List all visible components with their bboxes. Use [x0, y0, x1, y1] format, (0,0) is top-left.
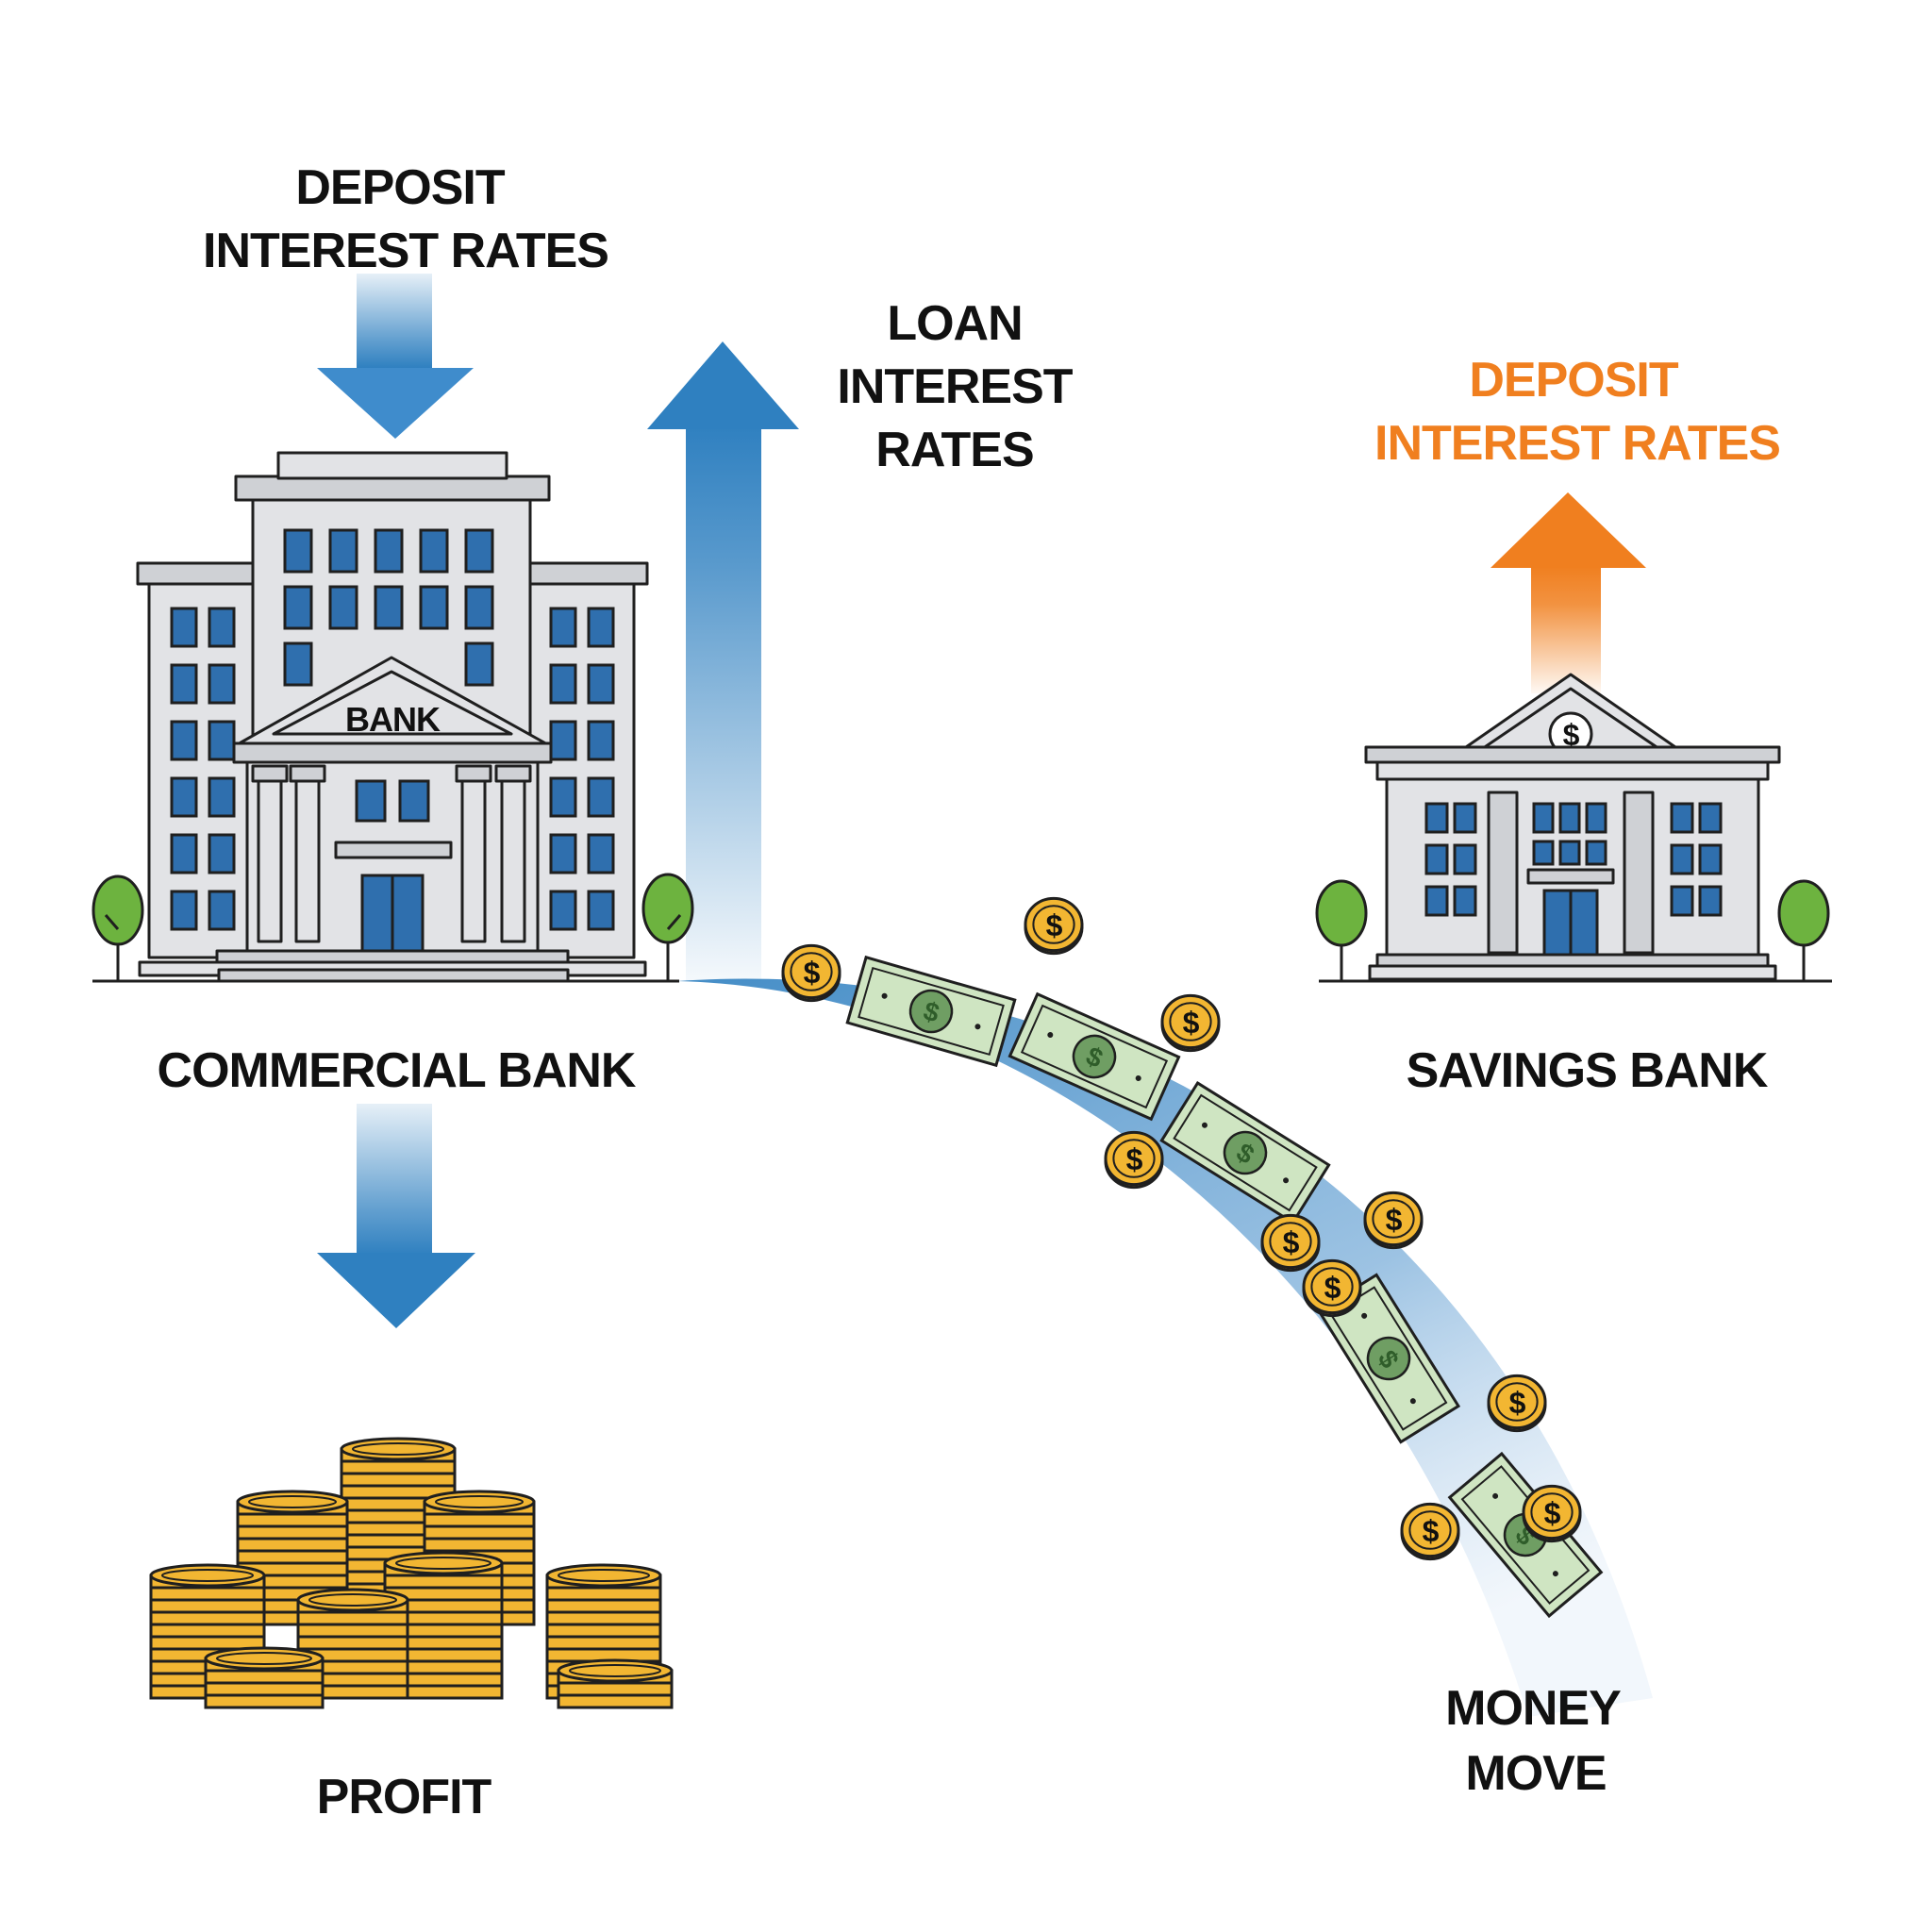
coin-stack — [296, 1588, 409, 1700]
flowing-money: $$$$$$$$$$$$$$$ — [781, 896, 1604, 1619]
svg-text:$: $ — [804, 956, 821, 990]
coin-icon: $ — [781, 943, 841, 1003]
coin-icon: $ — [1363, 1191, 1424, 1250]
loan-interest-rates-label: LOAN INTEREST RATES — [837, 296, 1074, 477]
banknote-icon: $ — [1159, 1080, 1331, 1225]
coin-icon: $ — [1522, 1484, 1582, 1543]
svg-text:$: $ — [1423, 1514, 1440, 1548]
arrow-down-deposit-commercial — [317, 274, 474, 439]
savings-deposit-rates-label: DEPOSIT INTEREST RATES — [1374, 353, 1781, 471]
commercial-deposit-rates-label: DEPOSIT INTEREST RATES — [203, 160, 609, 278]
tree-icon — [92, 874, 144, 981]
label-line: INTEREST RATES — [203, 224, 608, 278]
wing-windows — [170, 607, 615, 931]
svg-text:$: $ — [1509, 1386, 1526, 1420]
commercial-bank-building: BANK — [92, 451, 679, 983]
label-line: DEPOSIT — [1469, 353, 1678, 408]
svg-text:$: $ — [1183, 1006, 1200, 1040]
label-line: INTEREST RATES — [1374, 416, 1780, 471]
label-line: LOAN — [887, 296, 1022, 351]
svg-text:$: $ — [1283, 1225, 1300, 1259]
arrow-down-profit — [317, 1104, 475, 1328]
label-line: RATES — [875, 423, 1033, 477]
tower-windows — [283, 528, 494, 687]
coin-icon: $ — [1260, 1213, 1321, 1273]
label-line: MONEY — [1445, 1681, 1621, 1736]
coin-icon: $ — [1160, 993, 1221, 1053]
coin-icon: $ — [1487, 1374, 1547, 1433]
label-line: MOVE — [1465, 1746, 1606, 1801]
commercial-bank-caption: COMMERCIAL BANK — [158, 1043, 637, 1098]
tree-icon — [1777, 879, 1830, 981]
coin-icon: $ — [1104, 1130, 1164, 1190]
money-move-label: MONEY MOVE — [1445, 1681, 1622, 1801]
svg-text:$: $ — [1324, 1271, 1341, 1305]
banknote-icon: $ — [1008, 991, 1181, 1122]
money-flow-band — [677, 978, 1653, 1717]
svg-text:$: $ — [1544, 1496, 1561, 1530]
arrow-up-deposit-savings — [1491, 492, 1646, 693]
bank-sign-text: BANK — [345, 700, 441, 739]
savings-bank-caption: SAVINGS BANK — [1407, 1043, 1769, 1098]
label-line: INTEREST — [837, 359, 1073, 414]
coin-icon: $ — [1302, 1258, 1362, 1318]
tree-icon — [1315, 879, 1368, 981]
arrow-up-loan-rates — [647, 341, 799, 981]
coin-stack — [204, 1646, 325, 1709]
savings-bank-building: $ — [1319, 673, 1832, 983]
svg-text:$: $ — [1563, 718, 1580, 752]
profit-coin-stacks — [149, 1437, 674, 1709]
banknote-icon: $ — [845, 955, 1017, 1068]
svg-text:$: $ — [1126, 1142, 1143, 1176]
svg-text:$: $ — [1386, 1203, 1403, 1237]
coin-stack — [557, 1658, 674, 1709]
svg-text:$: $ — [1046, 908, 1063, 942]
coin-icon: $ — [1400, 1502, 1460, 1561]
coin-stack — [383, 1551, 504, 1700]
label-line: DEPOSIT — [295, 160, 505, 215]
coin-icon: $ — [1024, 896, 1084, 956]
tree-icon — [641, 873, 694, 981]
profit-caption: PROFIT — [317, 1770, 492, 1824]
